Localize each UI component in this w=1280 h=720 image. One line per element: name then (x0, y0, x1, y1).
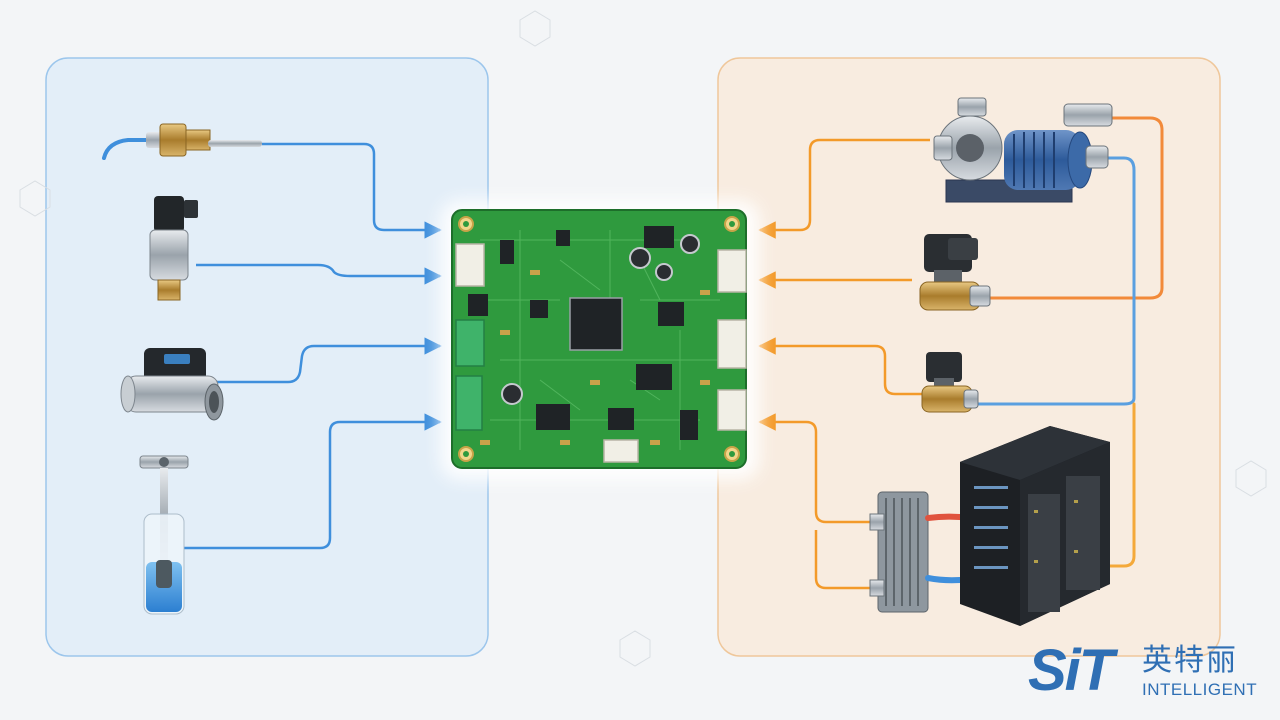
pump-line (758, 138, 930, 239)
mcu-chip (569, 297, 623, 351)
pressure-transmitter-icon (149, 196, 198, 301)
server-rack-icon (960, 426, 1110, 626)
brand-logo: SiT 英特丽 INTELLIGENT (1028, 640, 1268, 706)
logo-english-name: INTELLIGENT (1142, 680, 1258, 699)
solenoid-valve-icon (919, 234, 991, 311)
exchanger-line (758, 413, 870, 524)
liquid-level-sensor-icon (139, 455, 189, 615)
exchanger-loop-line (814, 530, 870, 590)
input-connections (184, 142, 442, 550)
level-line (184, 413, 442, 550)
coolant-pipes (970, 116, 1164, 568)
flow-sensor-icon (120, 348, 224, 421)
valve-small-line (758, 337, 922, 396)
flow-line (212, 337, 442, 384)
output-connections (758, 138, 930, 590)
pressure-line (196, 263, 442, 285)
water-pump-icon (933, 97, 1113, 203)
solenoid-valve-small-icon (921, 352, 979, 413)
control-board (440, 200, 760, 480)
temperature-sensor-icon (102, 123, 262, 160)
temperature-line (262, 142, 442, 239)
background-pattern (19, 10, 1267, 667)
logo-chinese-name: 英特丽 (1142, 643, 1238, 678)
logo-mark: SiT (1028, 638, 1114, 703)
